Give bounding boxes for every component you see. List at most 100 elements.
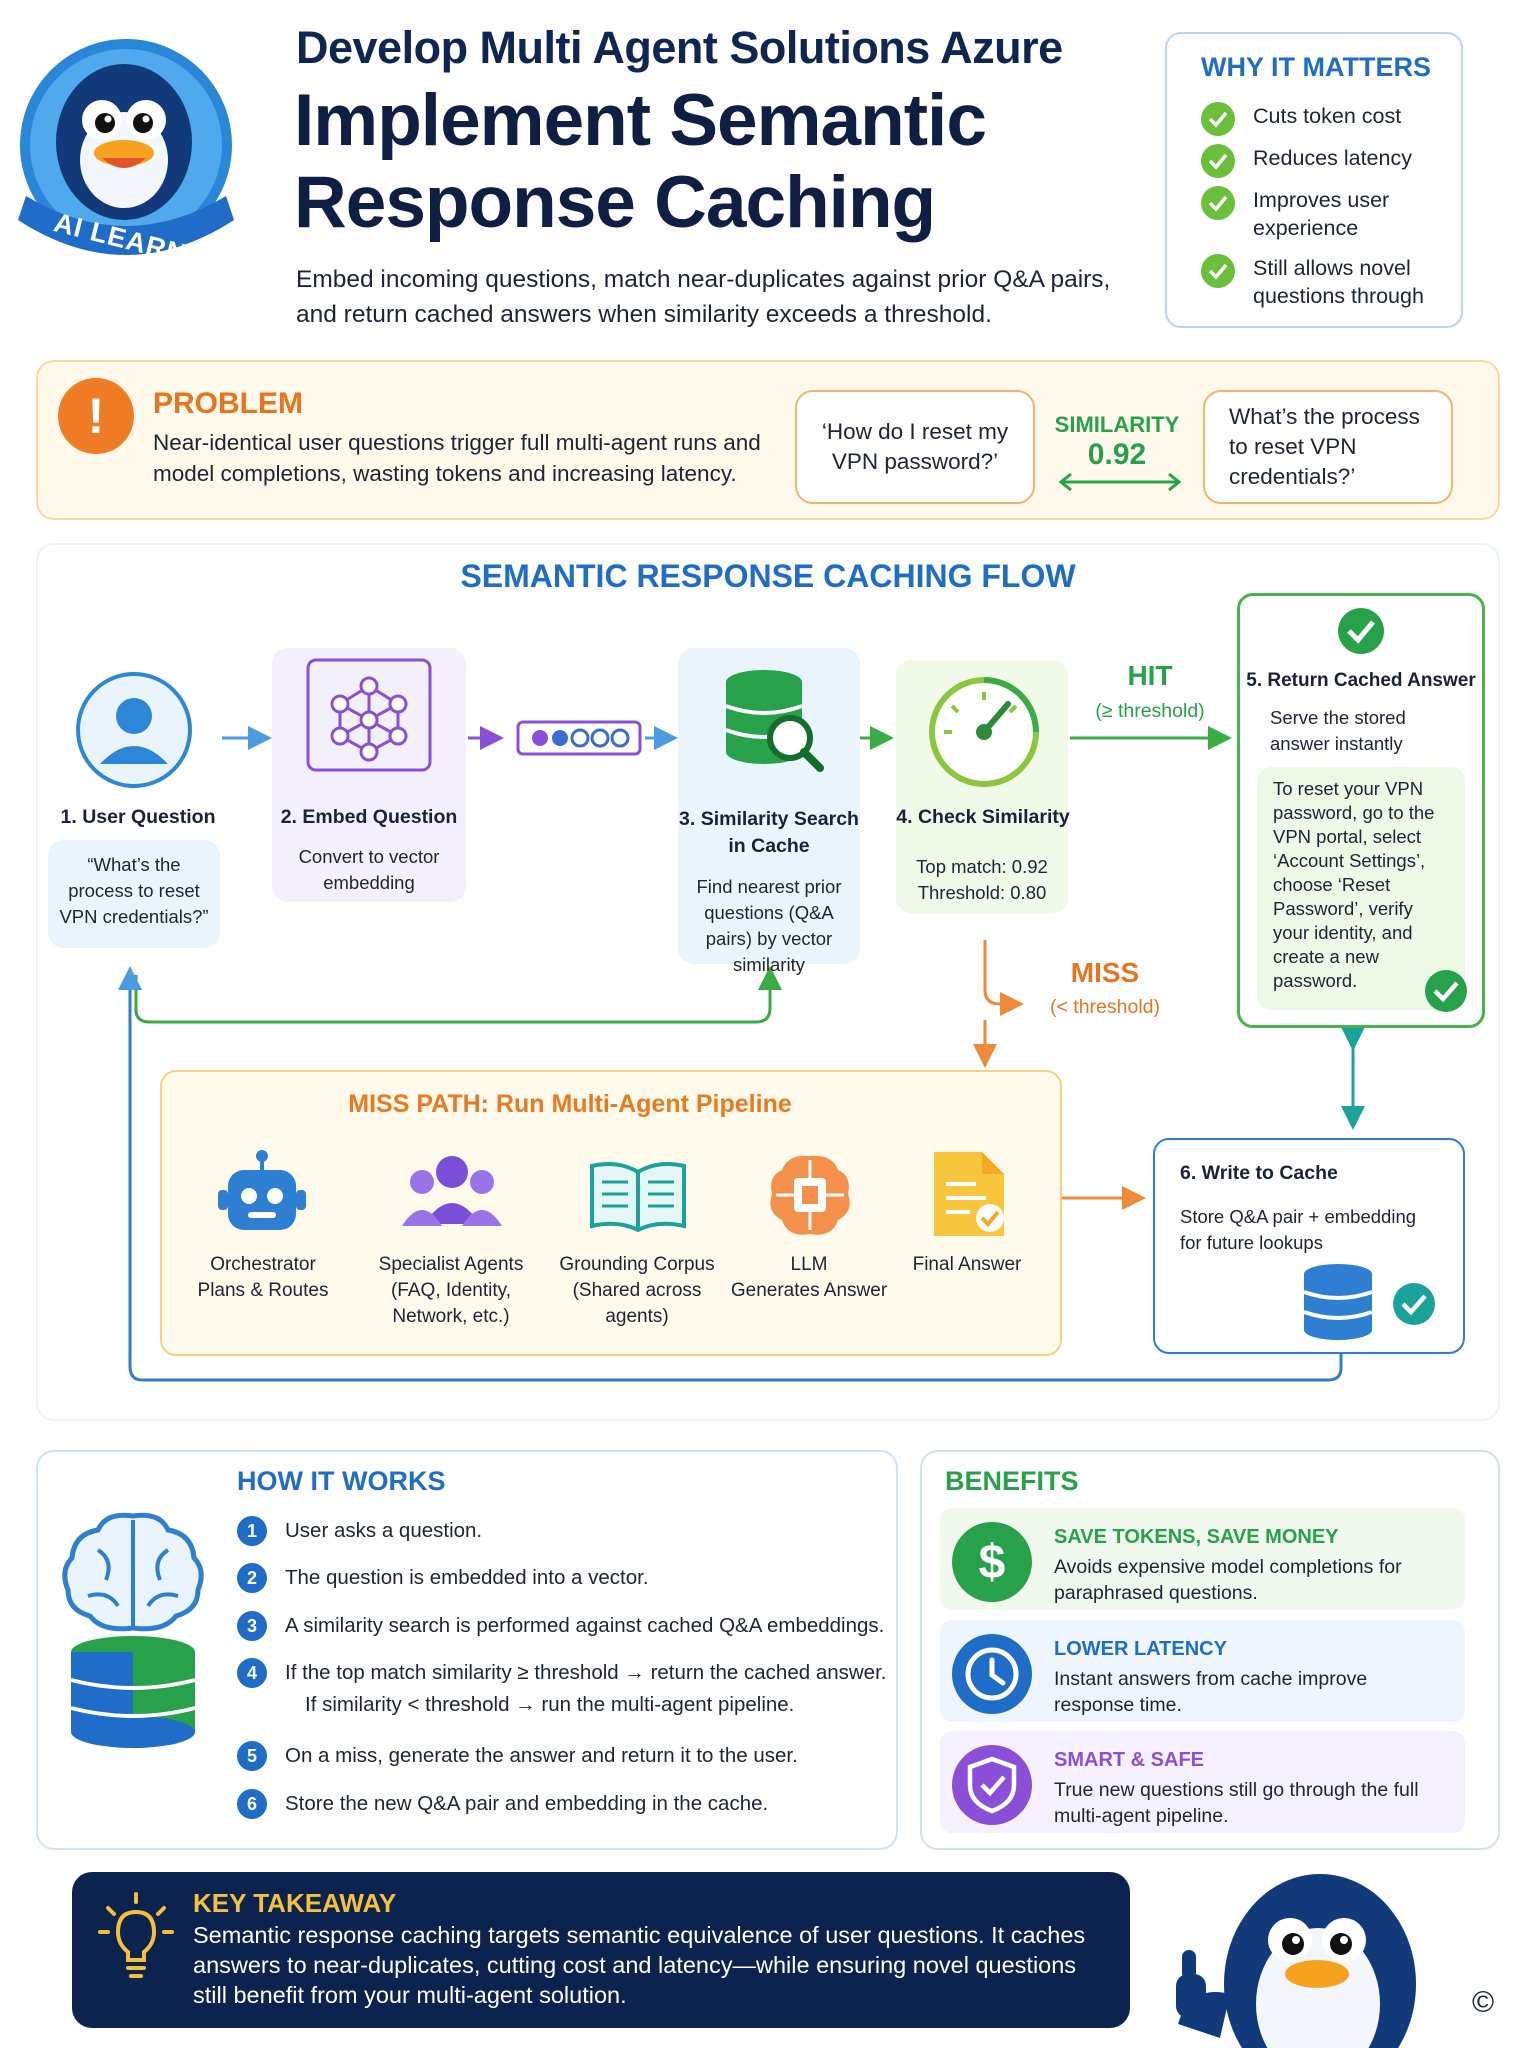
key-takeaway-panel [72,1872,1130,2028]
why-title: WHY IT MATTERS [1201,52,1431,82]
pipeline-node-sub: Plans & Routes [197,1280,329,1301]
step-4-top-match: Top match: 0.92 [916,856,1048,877]
step-3-desc: Find nearest prior questions (Q&A pairs)… [696,876,842,975]
intro-text: Embed incoming questions, match near-dup… [296,266,1111,328]
how-step-text: If the top match similarity ≥ threshold … [285,1661,887,1684]
flow-title: SEMANTIC RESPONSE CACHING FLOW [460,558,1076,594]
page-title: Implement Semantic Response Caching [294,80,987,243]
question-a: ‘How do I reset my VPN password?’ [821,419,1009,474]
step-2-desc: Convert to vector embedding [298,846,440,893]
step-1-desc: “What’s the process to reset VPN credent… [59,854,209,927]
clock-icon [952,1634,1032,1714]
people-icon [402,1156,502,1226]
step-number: 6 [237,1789,267,1819]
benefit-title: SAVE TOKENS, SAVE MONEY [1054,1526,1339,1548]
pipeline-node-label: Grounding Corpus [559,1254,715,1275]
check-icon [1201,102,1235,136]
pipeline-node-label: Final Answer [912,1254,1022,1275]
why-item: Still allows novel questions through [1201,254,1453,310]
step-5-desc: Serve the stored answer instantly [1270,707,1406,754]
check-circle-icon [1393,1283,1435,1325]
step-user-question: 1. User Question “What’s the process to … [48,660,228,950]
benefit-row: $ SAVE TOKENS, SAVE MONEY Avoids expensi… [940,1508,1465,1610]
step-4-threshold: Threshold: 0.80 [917,882,1047,903]
step-number: 4 [237,1658,267,1688]
how-step-text: On a miss, generate the answer and retur… [285,1744,798,1767]
how-step-text: A similarity search is performed against… [285,1614,885,1637]
step-6-desc: Store Q&A pair + embedding for future lo… [1180,1206,1417,1253]
network-icon [306,658,432,772]
how-step: 6 Store the new Q&A pair and embedding in… [237,1789,768,1819]
miss-path-title: MISS PATH: Run Multi-Agent Pipeline [348,1090,792,1118]
database-icon [1303,1264,1373,1340]
lightbulb-icon [98,1892,174,1978]
benefit-text: Avoids expensive model completions for p… [1054,1556,1402,1604]
pipeline-node-label: Specialist Agents [378,1254,524,1275]
double-arrow-icon [1058,472,1182,492]
gauge-icon [929,677,1039,787]
step-2-title: 2. Embed Question [280,806,458,828]
user-icon [76,672,192,788]
benefit-row: SMART & SAFE True new questions still go… [940,1731,1465,1833]
hit-label: HIT [1127,660,1173,691]
why-item: Reduces latency [1201,144,1453,178]
takeaway-title: KEY TAKEAWAY [193,1888,397,1918]
step-3-title: 3. Similarity Search in Cache [679,808,859,857]
ai-learner-badge: AI LEARNER [12,20,244,279]
how-step-text: Store the new Q&A pair and embedding in … [285,1792,769,1815]
pipeline-node-label: Orchestrator [210,1254,316,1275]
why-item-text: Cuts token cost [1253,104,1402,128]
benefit-text: Instant answers from cache improve respo… [1054,1668,1368,1716]
database-search-icon [725,670,824,772]
step-4-title: 4. Check Similarity [896,806,1070,828]
similarity-label: SIMILARITY [1054,412,1180,437]
why-item: Cuts token cost [1201,102,1453,136]
how-step: 3 A similarity search is performed agains… [237,1611,884,1641]
how-step-text: User asks a question. [285,1519,483,1542]
flow-connectors [118,726,1365,1382]
benefits-title: BENEFITS [945,1466,1079,1496]
benefit-title: SMART & SAFE [1054,1749,1204,1771]
pipeline-node-sub: (Shared across agents) [572,1280,702,1327]
cached-answer-box: To reset your VPN password, go to the VP… [1257,767,1465,1010]
question-b-box: What’s the process to reset VPN credenti… [1203,390,1453,504]
why-item-text: Still allows novel questions through [1253,256,1424,308]
check-circle-icon [1425,970,1467,1012]
chip-brain-icon [770,1155,850,1235]
hit-sub: (≥ threshold) [1095,700,1205,722]
robot-icon [218,1150,306,1230]
document-check-icon [934,1152,1004,1236]
pipeline-node-label: LLM [790,1254,828,1275]
step-number: 5 [237,1741,267,1771]
book-icon [590,1162,686,1233]
why-item-text: Reduces latency [1253,146,1412,170]
check-icon [1201,186,1235,220]
benefit-text: True new questions still go through the … [1054,1779,1419,1827]
step-5-title: 5. Return Cached Answer [1246,670,1476,691]
dollar-icon: $ [952,1522,1032,1602]
check-circle-icon [1338,608,1384,654]
how-title: HOW IT WORKS [237,1466,446,1496]
step-1-title: 1. User Question [60,806,216,828]
copyright-mark: © [1472,1986,1495,2019]
how-step: 5 On a miss, generate the answer and retu… [237,1741,798,1771]
shield-check-icon [952,1745,1032,1825]
exclamation-icon: ! [58,378,134,454]
how-step-text: The question is embedded into a vector. [285,1566,649,1589]
question-b: What’s the process to reset VPN credenti… [1229,404,1420,489]
why-it-matters-panel: WHY IT MATTERS Cuts token cost Reduces l… [1165,32,1463,328]
check-icon [1201,144,1235,178]
problem-text: Near-identical user questions trigger fu… [153,430,761,486]
why-item-text: Improves user experience [1253,188,1390,240]
step-6-title: 6. Write to Cache [1180,1162,1338,1184]
vector-icon [516,720,642,756]
how-step: 4 If the top match similarity ≥ threshol… [237,1658,886,1722]
similarity-value: 0.92 [1087,438,1147,471]
pipeline-node-sub: Generates Answer [730,1280,888,1301]
page-subtitle: Develop Multi Agent Solutions Azure [296,22,1063,73]
problem-title: PROBLEM [153,387,303,420]
why-item: Improves user experience [1201,186,1453,242]
takeaway-text: Semantic response caching targets semant… [193,1922,1086,2008]
step-number: 3 [237,1611,267,1641]
